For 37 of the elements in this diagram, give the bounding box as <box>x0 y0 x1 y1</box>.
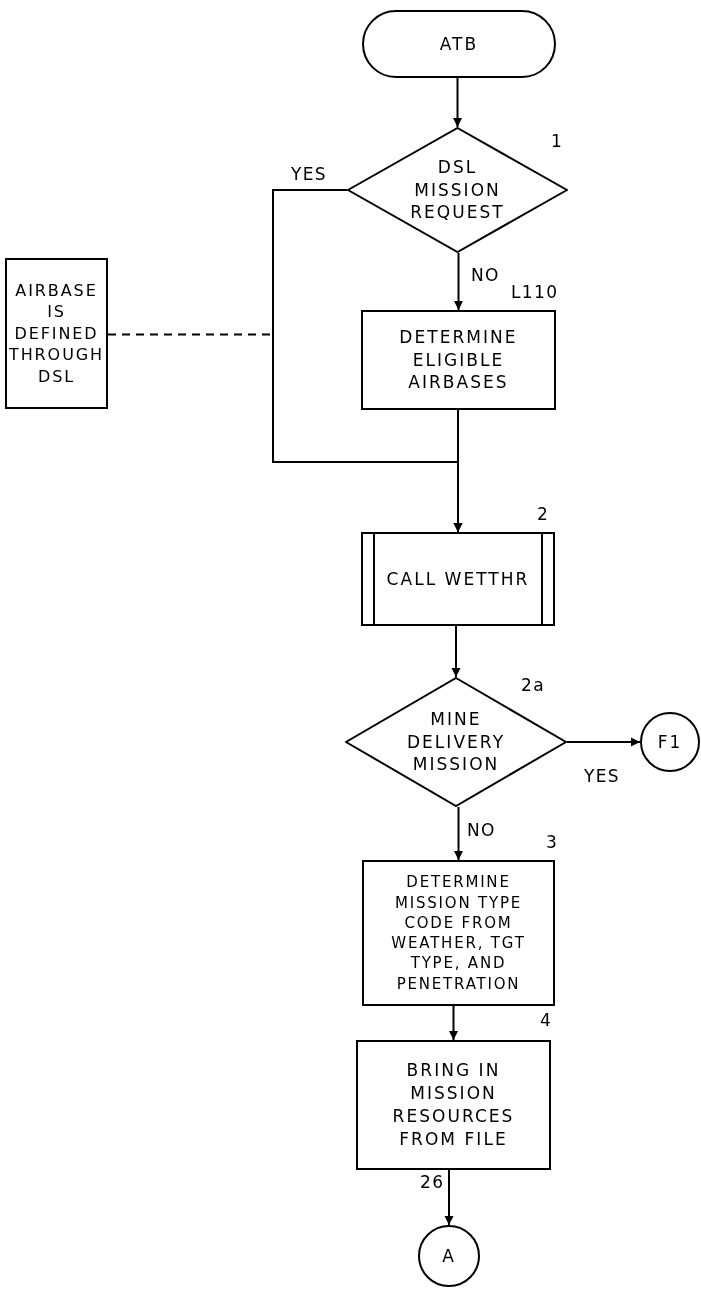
node-text: DETERMINE ELIGIBLE AIRBASES <box>398 325 519 395</box>
arrow <box>444 1169 454 1226</box>
arrow <box>453 77 462 128</box>
arrow <box>566 737 641 747</box>
decision-diamond <box>345 677 567 807</box>
arrow <box>454 252 463 311</box>
terminal-box <box>362 10 556 78</box>
node-text: AIRBASE IS DEFINED THROUGH DSL <box>7 279 106 388</box>
arrow <box>449 1005 458 1041</box>
node-text: BRING IN MISSION RESOURCES FROM FILE <box>391 1059 516 1151</box>
process-box <box>5 258 108 409</box>
node-text: F1 <box>657 730 683 754</box>
node-text: DETERMINE MISSION TYPE CODE FROM WEATHER, TGT TYPE, AND PENETRATION <box>390 872 527 994</box>
arrow <box>454 806 463 861</box>
edge-label: YES <box>290 166 328 183</box>
subroutine-box <box>361 532 555 626</box>
node-text: ATB <box>439 32 479 56</box>
node-text: MINE DELIVERY MISSION <box>405 707 507 777</box>
process-box <box>356 1040 551 1170</box>
step-number: L110 <box>511 284 559 301</box>
step-number: 2 <box>537 506 550 523</box>
step-number: 3 <box>546 834 559 851</box>
edge-label: YES <box>583 768 621 785</box>
arrow <box>453 409 463 533</box>
step-number: 4 <box>540 1012 553 1029</box>
step-number: 1 <box>551 133 564 150</box>
step-number: 26 <box>420 1174 445 1191</box>
edge-label: NO <box>470 267 501 284</box>
edge-label: NO <box>466 822 497 839</box>
process-box <box>361 310 556 410</box>
node-text: A <box>442 1244 456 1268</box>
node-text: CALL WETTHR <box>386 567 530 591</box>
process-box <box>362 860 555 1006</box>
step-number: 2a <box>521 677 545 694</box>
decision-diamond <box>347 127 568 253</box>
arrow <box>451 625 461 678</box>
node-text: DSL MISSION REQUEST <box>409 155 506 225</box>
